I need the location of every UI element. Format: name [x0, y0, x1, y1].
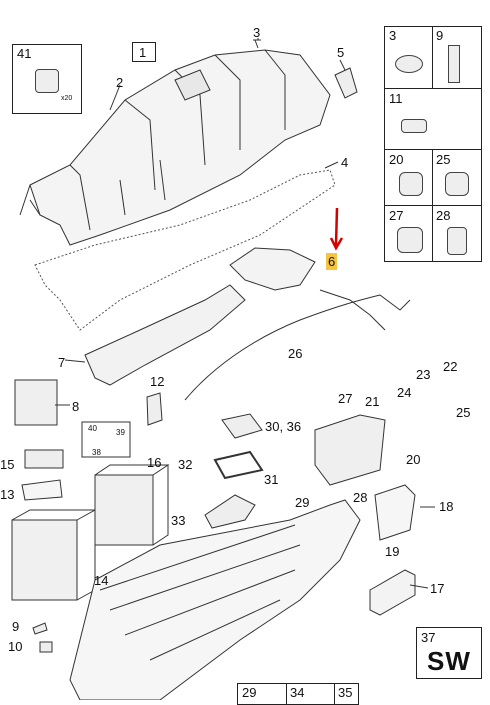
part-label-18: 18: [439, 499, 454, 514]
wiring-harness-drawing: [184, 294, 411, 401]
part-label-25: 25: [456, 405, 471, 420]
battery-cover-drawing: [19, 49, 331, 246]
hw-3-drawing: [395, 55, 423, 73]
junction-box-drawing: [314, 414, 386, 486]
part-label-22: 22: [443, 359, 458, 374]
part-label-20: 20: [406, 452, 421, 467]
box-37-number: 37: [421, 630, 436, 645]
sheet-label-box: 1: [132, 42, 156, 62]
part-label-31: 31: [264, 472, 279, 487]
seal-gasket-drawing: [34, 169, 336, 331]
kit-41-part-icon: [35, 69, 59, 93]
bottom-cell-35: 35: [338, 685, 353, 700]
cell-module-16-drawing: [94, 474, 154, 546]
kit-41-quantity: x20: [61, 95, 73, 102]
part-label-19: 19: [385, 544, 400, 559]
hw-cell-9: 9: [436, 28, 444, 43]
part-label-6-highlight: 6: [326, 253, 338, 270]
hw-cell-28: 28: [436, 208, 451, 223]
part-label-8: 8: [72, 399, 80, 414]
hw-cell-27: 27: [389, 208, 404, 223]
kit-41-box: 41 x20: [12, 44, 82, 114]
part-label-10: 10: [8, 639, 23, 654]
hw-27-drawing: [397, 227, 423, 253]
small-cover-drawing: [229, 247, 316, 291]
part-label-12: 12: [150, 374, 165, 389]
hardware-table: 3 9 11 20 25 27 28: [384, 26, 482, 262]
part-label-16: 16: [147, 455, 162, 470]
kit-41-number: 41: [17, 46, 32, 61]
part-label-3: 3: [253, 25, 261, 40]
tray-drawing: [84, 284, 246, 386]
cell-module-14-drawing: [11, 519, 78, 601]
hw-20-drawing: [399, 172, 423, 196]
hw-28-drawing: [447, 227, 467, 255]
bottom-table: 29 34 35: [237, 683, 359, 705]
part-label-14: 14: [94, 573, 109, 588]
screw-drawing: [253, 39, 261, 49]
hw-9-drawing: [448, 45, 460, 83]
battery-pack-drawing: [69, 499, 361, 700]
box-37: 37 SW: [416, 627, 482, 679]
hw-11-drawing: [401, 119, 427, 133]
box-37-text: SW: [427, 646, 471, 676]
sheet-label: 1: [139, 45, 147, 60]
part-label-7: 7: [58, 355, 66, 370]
part-label-24: 24: [397, 385, 412, 400]
part-label-27: 27: [338, 391, 353, 406]
part-label-4: 4: [341, 155, 349, 170]
part-label-29: 29: [295, 495, 310, 510]
bottom-cell-34: 34: [290, 685, 305, 700]
part-label-38: 38: [92, 448, 101, 457]
part-label-23: 23: [416, 367, 431, 382]
hw-cell-3: 3: [389, 28, 397, 43]
hw-cell-25: 25: [436, 152, 451, 167]
clip-drawing: [334, 67, 358, 99]
part-label-33: 33: [171, 513, 186, 528]
hw-cell-11: 11: [389, 91, 403, 106]
part-label-21: 21: [365, 394, 380, 409]
part-label-40: 40: [88, 424, 97, 433]
part-label-32: 32: [178, 457, 193, 472]
part-label-6: 6: [326, 253, 338, 270]
bottom-cell-29: 29: [242, 685, 257, 700]
hw-25-drawing: [445, 172, 469, 196]
part-label-9: 9: [12, 619, 20, 634]
part-label-13: 13: [0, 487, 15, 502]
part-label-30-36: 30, 36: [265, 419, 302, 434]
part-label-39: 39: [116, 428, 125, 437]
part-label-15: 15: [0, 457, 15, 472]
part-label-2: 2: [116, 75, 124, 90]
part-label-26: 26: [288, 346, 303, 361]
part-label-17: 17: [430, 581, 445, 596]
module-8-drawing: [14, 379, 58, 426]
part-label-5: 5: [337, 45, 345, 60]
hw-cell-20: 20: [389, 152, 404, 167]
part-label-28: 28: [353, 490, 368, 505]
